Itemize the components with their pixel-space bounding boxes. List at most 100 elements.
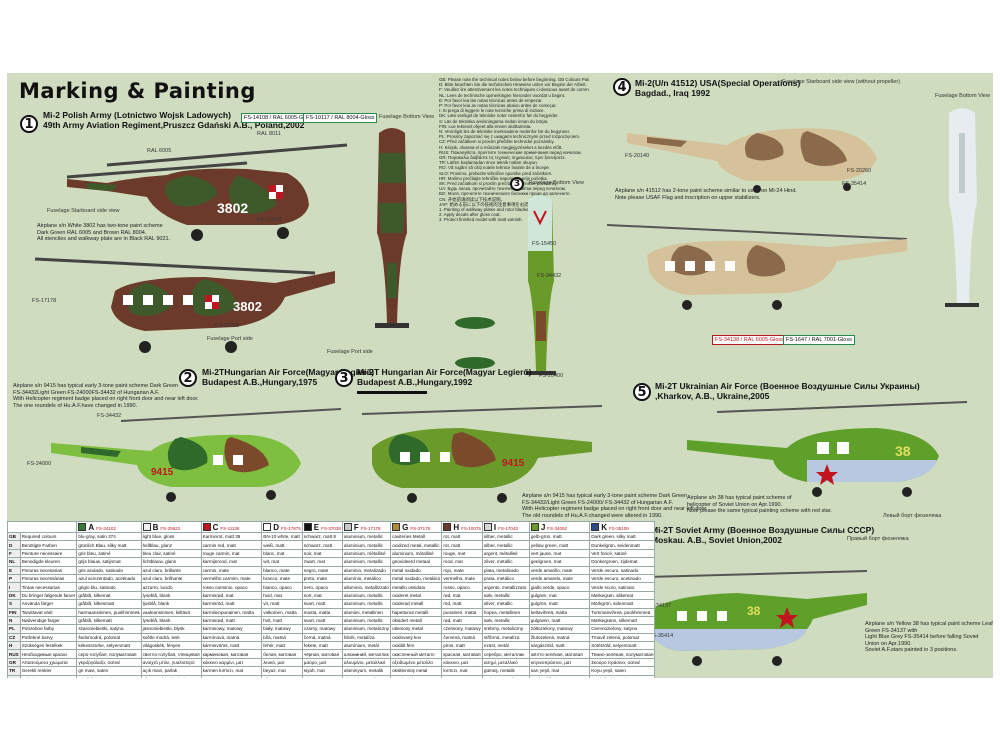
table-cell: világoskék, fényes	[140, 641, 202, 651]
row-label: Required colours	[19, 531, 78, 542]
table-cell: carmin red, matt	[200, 540, 263, 550]
row-language-code: P	[7, 573, 21, 584]
table-cell: rood, mat	[441, 557, 483, 567]
color-swatch	[142, 523, 151, 532]
table-cell: černá, matná	[301, 632, 343, 643]
column-code: FS-10075	[461, 525, 481, 531]
table-cell: карминовая, матовая	[200, 649, 263, 659]
table-cell: Mørkegrønn, silkematt	[589, 615, 656, 626]
table-cell: noir, mat	[301, 548, 343, 559]
table-cell: musta, matta	[301, 607, 343, 617]
table-cell: wit, mat	[261, 557, 303, 567]
table-cell: oksitlenmiş metal	[390, 666, 443, 676]
column-letter: I	[493, 522, 497, 532]
table-cell: hopea, metallinen	[481, 607, 530, 617]
table-cell: yellow green, matt	[528, 540, 591, 550]
table-cell: alumiini, metallinen	[341, 607, 392, 617]
table-cell: röd, matt	[441, 599, 483, 609]
table-cell: light blue, gloss	[140, 531, 202, 542]
table-cell: plata, metalizado	[481, 565, 530, 575]
scheme-2-line1: Mi-2THungarian Air Force(Magyar Legierő)	[202, 367, 375, 377]
table-cell: fehér, matt	[261, 641, 303, 651]
scheme-5-line1: Mi-2T Ukrainian Air Force (Военное Возду…	[655, 381, 920, 391]
table-cell: sølv, metallic	[481, 590, 530, 601]
scheme-3-note-4: The old roundels of Hu.A.F.changed were …	[522, 512, 663, 519]
scheme-2-title: Mi-2THungarian Air Force(Magyar Legierő)…	[202, 367, 374, 387]
instr-line: JAP: 始める前に以下の技術的注意事項をお読みください。	[439, 201, 555, 207]
table-cell: rosso, opaco	[441, 582, 483, 592]
table-cell: preto, mate	[301, 573, 343, 584]
row-language-code: TR	[7, 666, 21, 676]
scheme-4-view-bottom: Fuselage Bottom View	[935, 93, 990, 99]
instr-line: P: Por favor leia as notas técnicas abai…	[439, 103, 557, 109]
table-cell: jasnoniebieski, błysk	[140, 624, 202, 634]
column-letter: J	[540, 522, 546, 532]
table-cell: rosso carminio, opaco	[200, 582, 263, 592]
label-fs-34137: FS-34137	[647, 603, 672, 609]
table-cell: karminröd, matt	[200, 599, 263, 609]
table-cell: rojo, mate	[441, 565, 483, 575]
table-cell: Koyu yeşil, saten	[589, 666, 656, 676]
table-cell: aluminiu, metalic	[341, 674, 392, 678]
table-cell: kárminvörös, matt	[200, 641, 263, 651]
row-language-code: NL	[7, 557, 21, 567]
scheme-5-title: Mi-2T Ukrainian Air Force (Военное Возду…	[655, 381, 920, 401]
scheme-3-title: Mi-2T Hungarian Air Force(Magyar Legierő…	[357, 367, 531, 387]
table-cell: alluminio, metallizzato	[341, 582, 392, 592]
instructions-block: GB: Please note the technical notes belo…	[439, 77, 589, 223]
table-cell: utleniony metal	[390, 624, 443, 634]
scheme-6-line1: Mi-2T Soviet Army (Военное Воздушные Сил…	[651, 525, 875, 535]
column-letter: C	[212, 522, 219, 532]
label-fs-15450: FS-15450	[532, 241, 557, 247]
scheme-2-notes: Airplane s/n 9415 has typical early 3-to…	[13, 383, 199, 409]
instr-line: GB: Please note the technical notes belo…	[439, 77, 589, 82]
instr-line: HR: Molimo pročitajte tehničke napomene …	[439, 175, 548, 181]
instr-line: I: Si prega di leggere le note tecniche …	[439, 108, 545, 114]
scheme-3-line2: Budapest A.B.,Hungary,1992	[357, 377, 473, 387]
scheme-1-bottom-heli	[375, 128, 409, 328]
table-cell: azzurro, lucido	[140, 582, 202, 592]
table-cell: oxidált fém	[390, 641, 443, 651]
table-cell: zilver, metallic	[481, 557, 530, 567]
table-cell: piros, matt	[441, 641, 483, 651]
table-cell: hapettunut metalli	[390, 607, 443, 617]
color-swatch	[392, 523, 401, 532]
label-cyr-side: Левый борт фюзеляжа	[883, 513, 942, 519]
table-cell: красная, матовая	[441, 649, 483, 659]
row-label: Szükséges festékek	[19, 641, 78, 651]
table-cell: gri mavi, saten	[76, 666, 142, 676]
row-label: Απαιτούμενα χρώματα	[19, 657, 78, 668]
column-code: FS-35109	[609, 525, 629, 531]
table-cell: vaaleansininen, kiiltävä	[140, 607, 202, 617]
table-cell: silber, metallic	[481, 531, 530, 542]
table-cell: rød, mat	[441, 590, 483, 601]
row-language-code: GR	[7, 657, 21, 668]
scheme-4-note-1: Airplane s/n 41512 has 2-tone paint sche…	[615, 188, 797, 194]
color-swatch	[483, 523, 492, 532]
table-cell: светло-голубая, глянцевая	[140, 649, 202, 659]
table-cell: fekete, matt	[301, 641, 343, 651]
table-cell: metal oxidado, metálico	[390, 573, 443, 584]
instr-line: RO: Vă rugăm să citiți notele tehnice în…	[439, 165, 551, 171]
scheme-2-number: 2	[179, 369, 197, 387]
table-cell: серо-голубая, полуматовая	[76, 649, 142, 659]
scheme-1-view-bottom: Fuselage Bottom View	[379, 114, 434, 120]
scheme-4-starboard-heli	[627, 128, 877, 193]
table-cell: siyah, mat	[301, 666, 343, 676]
scheme-1-line2: 49th Army Aviation Regiment,Pruszcz Gdań…	[43, 120, 305, 130]
column-letter: B	[152, 522, 159, 532]
scheme-5-line2: ,Kharkov, A.B., Ukraine,2005	[655, 391, 770, 401]
scheme-4-line1: Mi-2(U/n 41512) USA(Special Operations)	[635, 78, 801, 88]
row-language-code: H	[7, 641, 21, 651]
table-cell: Tummanvihreä, puolihimmeä	[589, 607, 656, 617]
row-language-code: DK	[7, 590, 21, 601]
row-language-code: GB	[7, 531, 21, 542]
column-letter: H	[453, 522, 460, 532]
svg-text:9415: 9415	[502, 458, 525, 469]
